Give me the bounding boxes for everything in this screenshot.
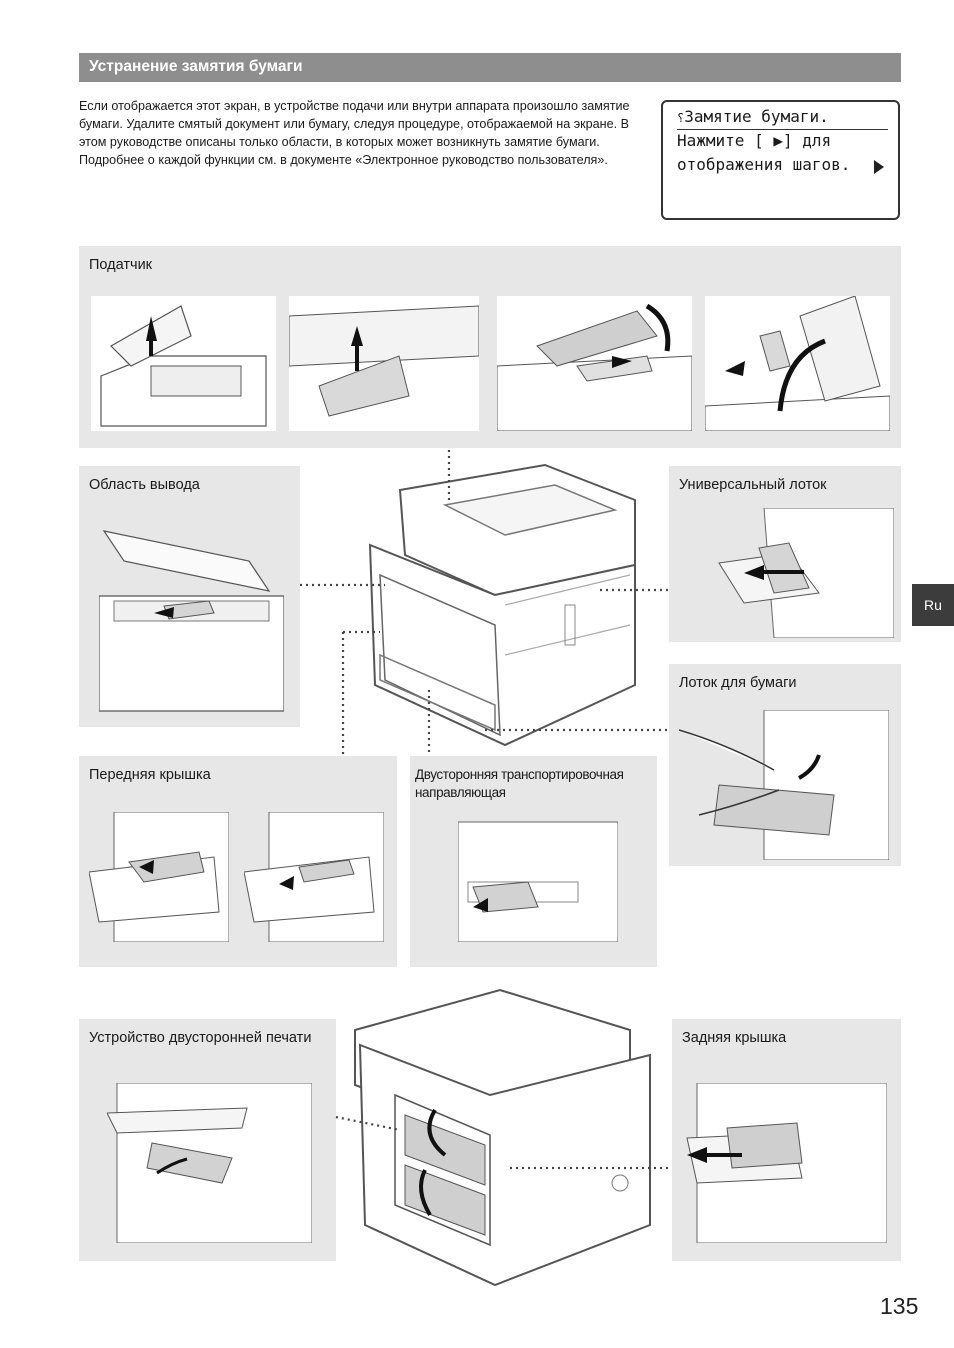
intro-paragraph: Если отображается этот экран, в устройст… — [79, 99, 630, 167]
duplex-guide-illustration — [458, 821, 618, 942]
panel-paper-tray-label: Лоток для бумаги — [679, 675, 797, 691]
feeder-step-2-illustration — [289, 296, 479, 431]
panel-multipurpose-label: Универсальный лоток — [679, 477, 827, 493]
printer-front-illustration — [368, 463, 636, 747]
panel-duplex-unit: Устройство двусторонней печати — [79, 1019, 336, 1261]
duplex-unit-illustration — [107, 1083, 312, 1243]
panel-front-cover: Передняя крышка — [79, 756, 397, 967]
feeder-step-3-illustration — [497, 296, 692, 431]
panel-duplex-guide: Двусторонняя транспортировочная направля… — [410, 756, 657, 967]
section-header: Устранение замятия бумаги — [79, 53, 901, 82]
language-tab: Ru — [912, 584, 954, 626]
multipurpose-tray-illustration — [718, 508, 894, 638]
panel-feeder: Податчик — [79, 246, 901, 448]
panel-front-cover-label: Передняя крышка — [89, 767, 211, 783]
output-area-illustration — [99, 530, 284, 712]
feeder-step-1-illustration — [91, 296, 276, 431]
printer-rear-illustration — [354, 988, 651, 1287]
paper-jam-icon: ⸮ — [677, 111, 685, 125]
panel-rear-cover-label: Задняя крышка — [682, 1030, 787, 1046]
feeder-step-4-illustration — [705, 296, 890, 431]
panel-rear-cover: Задняя крышка — [672, 1019, 901, 1261]
panel-duplex-guide-label: Двусторонняя транспортировочная направля… — [415, 767, 624, 800]
lcd-line-1: ⸮Замятие бумаги. — [677, 107, 829, 126]
lcd-divider — [677, 129, 888, 130]
panel-feeder-label: Податчик — [89, 257, 153, 273]
panel-output-area: Область вывода — [79, 466, 300, 727]
front-cover-step-2-illustration — [244, 812, 384, 942]
panel-duplex-unit-label: Устройство двусторонней печати — [89, 1030, 312, 1046]
lcd-screen: ⸮Замятие бумаги. Нажмите [ ▶] для отобра… — [661, 100, 900, 220]
page-number: 135 — [880, 1293, 919, 1319]
paper-tray-illustration — [679, 710, 889, 860]
panel-paper-tray: Лоток для бумаги — [669, 664, 901, 866]
lcd-line-3: отображения шагов. — [677, 155, 851, 174]
front-cover-step-1-illustration — [89, 812, 229, 942]
arrow-right-icon — [874, 160, 884, 174]
panel-multipurpose-tray: Универсальный лоток — [669, 466, 901, 642]
panel-output-label: Область вывода — [89, 477, 200, 493]
section-title: Устранение замятия бумаги — [89, 58, 303, 75]
lcd-line-2: Нажмите [ ▶] для — [677, 131, 832, 150]
rear-cover-illustration — [686, 1083, 887, 1243]
